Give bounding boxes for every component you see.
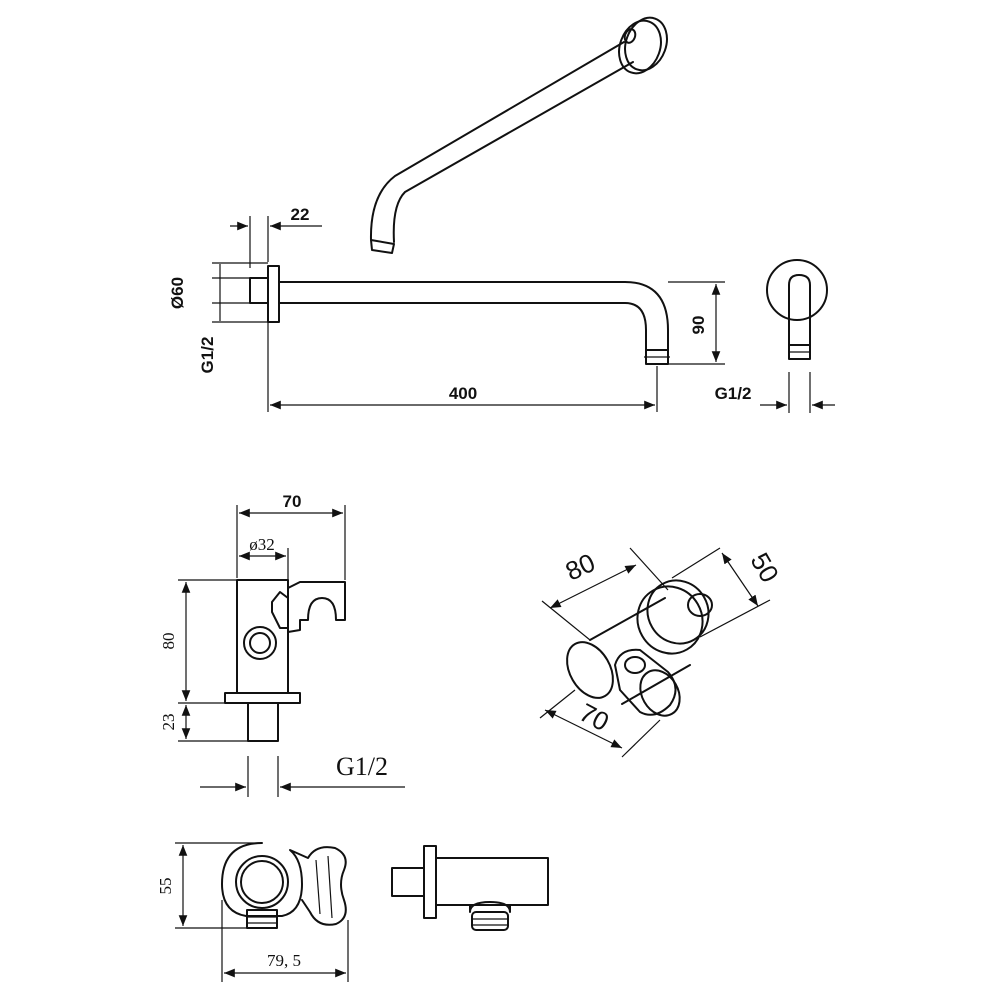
dim-iso-depth: 50 — [745, 547, 785, 587]
dim-thread-left: G1/2 — [198, 337, 217, 374]
dim-holder-height: 80 — [159, 633, 178, 650]
dim-stub-height: 23 — [159, 714, 178, 731]
shower-arm-front-view: G1/2 — [715, 259, 835, 413]
dim-arm-length: 400 — [449, 384, 477, 403]
dim-iso-width: 70 — [574, 697, 614, 737]
holder-isometric: 80 50 70 — [539, 547, 785, 758]
holder-front-elevation: 70 ø32 80 23 G1/2 — [159, 492, 405, 797]
holder-side-view — [391, 845, 549, 931]
dim-holder-width: 70 — [283, 492, 302, 511]
dim-thread-side: G1/2 — [715, 384, 752, 403]
dim-drop-height: 90 — [689, 316, 708, 335]
dim-plan-length: 79, 5 — [267, 951, 301, 970]
dim-holder-thread: G1/2 — [336, 752, 388, 781]
dim-flange-diameter: Ø60 — [168, 277, 187, 309]
shower-arm-perspective — [369, 16, 668, 254]
shower-arm-elevation: 22 Ø60 G1/2 90 400 — [168, 205, 725, 412]
dim-body-diameter: ø32 — [249, 535, 275, 554]
holder-plan-view: 55 79, 5 — [156, 842, 349, 982]
dim-iso-length: 80 — [561, 547, 600, 586]
dim-holder-depth: 55 — [156, 878, 175, 895]
dim-flange-thickness: 22 — [291, 205, 310, 224]
